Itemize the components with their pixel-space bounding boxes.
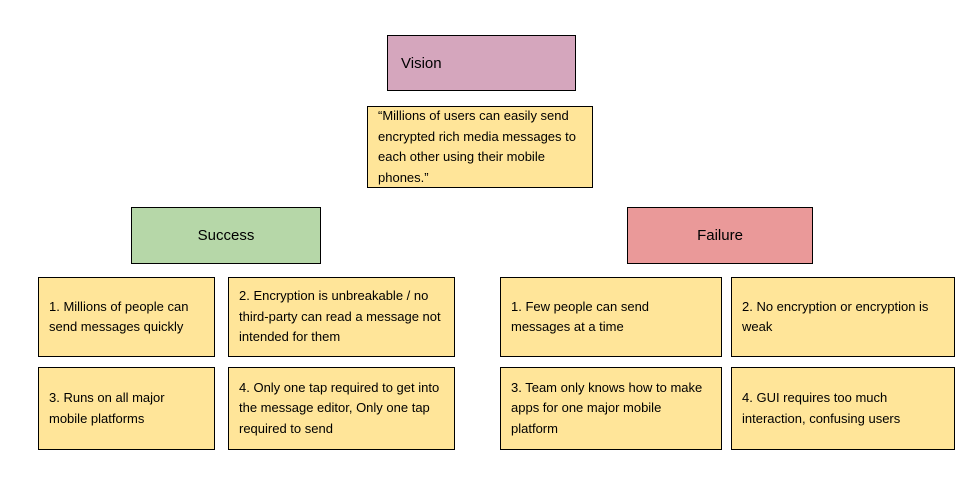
success-item-2-text: 2. Encryption is unbreakable / no third-…	[239, 288, 441, 345]
failure-item-2: 2. No encryption or encryption is weak	[731, 277, 955, 357]
failure-item-1-text: 1. Few people can send messages at a tim…	[511, 298, 650, 335]
vision-statement-note: “Millions of users can easily send encry…	[367, 106, 593, 188]
success-item-1: 1. Millions of people can send messages …	[38, 277, 215, 357]
success-label: Success	[197, 227, 255, 244]
success-item-4-text: 4. Only one tap required to get into the…	[239, 379, 440, 436]
failure-header-box: Failure	[627, 207, 813, 264]
success-item-3: 3. Runs on all major mobile platforms	[38, 367, 215, 450]
failure-item-2-text: 2. No encryption or encryption is weak	[742, 298, 929, 335]
failure-item-4-text: 4. GUI requires too much interaction, co…	[742, 390, 901, 426]
failure-item-3: 3. Team only knows how to make apps for …	[500, 367, 722, 450]
success-item-1-text: 1. Millions of people can send messages …	[49, 298, 189, 335]
failure-item-4: 4. GUI requires too much interaction, co…	[731, 367, 955, 450]
vision-label: Vision	[401, 54, 442, 72]
vision-box: Vision	[387, 35, 576, 91]
success-header-box: Success	[131, 207, 321, 264]
failure-label: Failure	[697, 227, 743, 244]
failure-item-1: 1. Few people can send messages at a tim…	[500, 277, 722, 357]
success-item-4: 4. Only one tap required to get into the…	[228, 367, 455, 450]
success-item-3-text: 3. Runs on all major mobile platforms	[49, 390, 165, 426]
failure-item-3-text: 3. Team only knows how to make apps for …	[511, 379, 703, 436]
success-item-2: 2. Encryption is unbreakable / no third-…	[228, 277, 455, 357]
vision-statement-text: “Millions of users can easily send encry…	[378, 108, 576, 185]
